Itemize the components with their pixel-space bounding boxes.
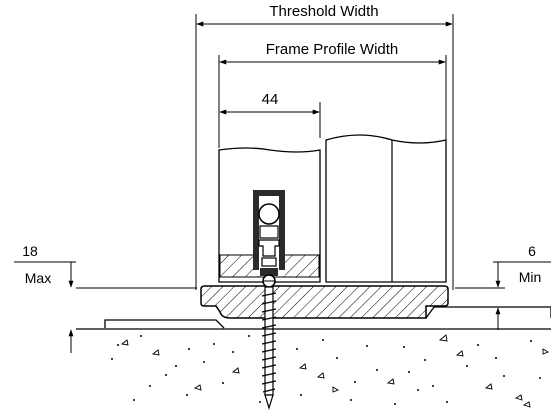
- threshold-width-dimension: Threshold Width: [195, 3, 454, 290]
- frame-profile-width-dimension: Frame Profile Width: [218, 41, 447, 148]
- concrete-aggregate: [120, 334, 550, 408]
- seal-gasket: [260, 268, 278, 276]
- threshold-width-label: Threshold Width: [269, 3, 378, 20]
- dimension-44-label: 44: [262, 91, 279, 108]
- floor-right-finish: [425, 306, 551, 319]
- threshold-bar: [200, 285, 449, 319]
- seal-roller: [258, 203, 280, 225]
- frame-profile-width-label: Frame Profile Width: [266, 41, 399, 58]
- screw: [261, 274, 277, 411]
- floor-left-finish: [104, 319, 225, 329]
- right-dimension-unit: Min: [519, 269, 542, 285]
- concrete-dots: [111, 335, 541, 405]
- left-height-dimension: 18 Max: [14, 243, 197, 353]
- dimension-44: 44: [219, 91, 321, 138]
- left-dimension-unit: Max: [25, 270, 51, 286]
- left-dimension-value: 18: [22, 243, 38, 259]
- floor: [76, 306, 551, 330]
- seal-housing: [253, 190, 285, 270]
- right-dimension-value: 6: [528, 243, 536, 259]
- door-frame: [325, 134, 447, 283]
- drop-seal: [253, 190, 285, 276]
- right-height-dimension: 6 Min: [455, 243, 551, 330]
